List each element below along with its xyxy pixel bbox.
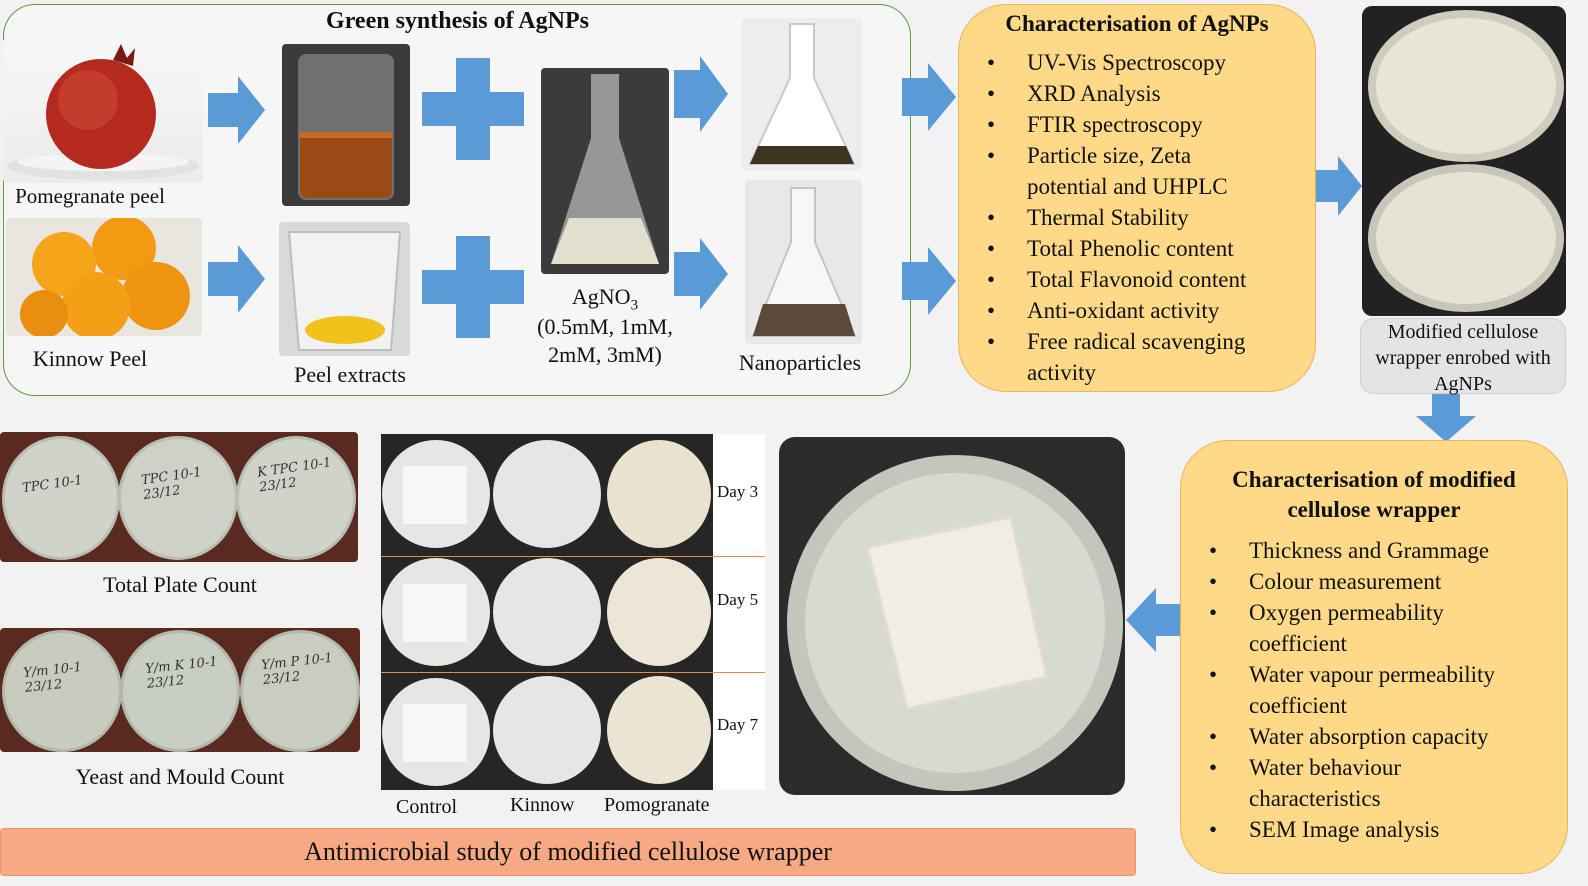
agno3-flask-photo [541, 68, 669, 274]
petri-dish [236, 436, 356, 560]
column-label-control: Control [396, 796, 458, 818]
storage-day-grid: Day 3 Day 5 Day 7 [381, 434, 765, 790]
list-item: SEM Image analysis [1181, 814, 1567, 845]
characterisation-wrapper-box: Characterisation of modified cellulose w… [1180, 440, 1568, 874]
petri-dish [2, 436, 120, 560]
day-7-label: Day 7 [717, 715, 759, 734]
arrow-right-icon [674, 238, 728, 310]
agno3-concentrations-line2: 2mM, 3mM) [548, 342, 662, 367]
flask-illustration [551, 74, 659, 264]
characterisation-agnps-title: Characterisation of AgNPs [1005, 11, 1269, 36]
nanoparticles-label: Nanoparticles [738, 350, 862, 375]
flask-illustration [748, 23, 856, 165]
wrapper-dishes-illustration [1368, 10, 1564, 312]
list-item: Anti-oxidant activity [959, 295, 1315, 326]
arrow-right-icon [902, 247, 956, 315]
wrapper-sample-grid-photo [381, 434, 713, 790]
list-item: Water absorption capacity [1181, 721, 1567, 752]
list-item: Colour measurement [1181, 566, 1567, 597]
characterisation-wrapper-title-line2: cellulose wrapper [1287, 497, 1461, 522]
bread-wrapper-photo [779, 437, 1125, 795]
column-label-pomogranate: Pomogranate [604, 794, 710, 816]
list-item: FTIR spectroscopy [959, 109, 1315, 140]
list-item: Free radical scavenging activity [959, 326, 1315, 388]
characterisation-wrapper-title-line1: Characterisation of modified [1232, 467, 1516, 492]
day-3-label: Day 3 [717, 482, 759, 501]
list-item: Total Phenolic content [959, 233, 1315, 264]
list-item: Particle size, Zeta potential and UHPLC [959, 140, 1315, 202]
petri-dish [240, 630, 360, 752]
pomegranate-label: Pomegranate peel [15, 184, 165, 208]
list-item: Thickness and Grammage [1181, 535, 1567, 566]
kinnow-label: Kinnow Peel [32, 346, 148, 371]
plus-icon [422, 236, 524, 338]
day-divider [381, 556, 765, 557]
arrow-right-icon [902, 63, 956, 131]
green-synthesis-title: Green synthesis of AgNPs [326, 8, 589, 34]
list-item: Thermal Stability [959, 202, 1315, 233]
flask-illustration [751, 187, 857, 337]
list-item: UV-Vis Spectroscopy [959, 47, 1315, 78]
characterisation-wrapper-list: Thickness and Grammage Colour measuremen… [1181, 535, 1567, 845]
kinnow-extract-beaker-photo [279, 222, 410, 356]
kinnow-nanoparticle-flask-photo [745, 180, 862, 344]
characterisation-agnps-box: Characterisation of AgNPs UV-Vis Spectro… [958, 4, 1316, 392]
characterisation-agnps-list: UV-Vis Spectroscopy XRD Analysis FTIR sp… [959, 47, 1315, 388]
agno3-label: AgNO3 [520, 284, 690, 314]
kinnow-illustration [20, 218, 190, 336]
yeast-mould-count-label: Yeast and Mould Count [75, 764, 285, 789]
wrapper-samples-illustration [382, 440, 711, 786]
total-plate-count-label: Total Plate Count [103, 572, 257, 597]
arrow-right-icon [208, 76, 265, 144]
arrow-down-icon [1416, 394, 1476, 442]
column-label-kinnow: Kinnow [510, 794, 575, 816]
kinnow-photo [6, 218, 202, 336]
agno3-subscript: 3 [630, 297, 639, 314]
peel-extracts-label: Peel extracts [294, 362, 406, 387]
plus-icon [422, 58, 524, 160]
day-divider [381, 672, 765, 673]
modified-wrapper-caption: Modified cellulose wrapper enrobed with … [1360, 318, 1566, 395]
arrow-right-icon [1314, 156, 1362, 216]
arrow-right-icon [674, 56, 728, 132]
pomegranate-illustration [7, 44, 199, 180]
total-plate-count-photo: TPC 10-1 TPC 10-1 23/12 K TPC 10-1 23/12 [0, 432, 358, 562]
pomegranate-extract-beaker-photo [282, 44, 410, 206]
arrow-left-icon [1126, 588, 1180, 652]
day-5-label: Day 5 [717, 590, 759, 609]
arrow-right-icon [208, 245, 265, 313]
yeast-mould-count-photo: Y/m 10-1 23/12 Y/m K 10-1 23/12 Y/m P 10… [0, 628, 360, 752]
list-item: Total Flavonoid content [959, 264, 1315, 295]
pomegranate-photo [3, 38, 203, 183]
beaker-illustration [298, 54, 394, 200]
bread-wrapper-illustration [787, 455, 1123, 791]
list-item: XRD Analysis [959, 78, 1315, 109]
modified-wrapper-photo [1362, 6, 1566, 316]
beaker-illustration [287, 231, 402, 351]
pomegranate-nanoparticle-flask-photo [742, 18, 862, 170]
petri-dish [120, 630, 240, 752]
antimicrobial-study-banner: Antimicrobial study of modified cellulos… [0, 828, 1136, 876]
agno3-concentrations-line1: (0.5mM, 1mM, [537, 314, 673, 339]
list-item: Water behaviour characteristics [1181, 752, 1567, 814]
agno3-main-text: AgNO [571, 284, 631, 309]
list-item: Water vapour permeability coefficient [1181, 659, 1567, 721]
list-item: Oxygen permeability coefficient [1181, 597, 1567, 659]
